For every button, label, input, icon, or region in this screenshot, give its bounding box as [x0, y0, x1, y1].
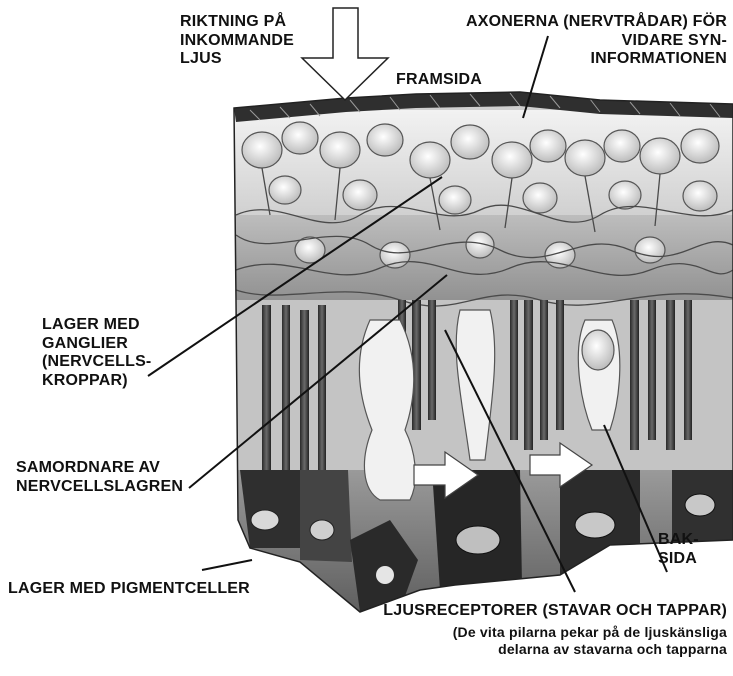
- label-incoming-light-line-2: INKOMMANDE: [180, 32, 294, 51]
- label-pigment-layer: LAGER MED PIGMENTCELLER: [8, 580, 250, 599]
- label-photoreceptors-note-line-2: delarna av stavarna och tapparna: [453, 641, 727, 658]
- label-front: FRAMSIDA: [396, 71, 482, 90]
- label-incoming-light-line-3: LJUS: [180, 50, 294, 69]
- label-axons-line-2: VIDARE SYN-: [466, 32, 727, 51]
- label-incoming-light-line-1: RIKTNING PÅ: [180, 13, 294, 32]
- incoming-light-arrow: [302, 8, 388, 100]
- tissue-block: [220, 90, 733, 620]
- label-ganglion-line-1: LAGER MED: [42, 316, 151, 335]
- label-ganglion-line-3: (NERVCELLS-: [42, 353, 151, 372]
- leader-pigment: [202, 560, 252, 570]
- label-axons: AXONERNA (NERVTRÅDAR) FÖR VIDARE SYN- IN…: [466, 13, 727, 69]
- label-coordinators-line-2: NERVCELLSLAGREN: [16, 478, 183, 497]
- label-photoreceptors-note-line-1: (De vita pilarna pekar på de ljuskänslig…: [453, 624, 727, 641]
- label-back: BAK- SIDA: [658, 531, 699, 568]
- label-ganglion-layer: LAGER MED GANGLIER (NERVCELLS- KROPPAR): [42, 316, 151, 390]
- label-ganglion-line-4: KROPPAR): [42, 372, 151, 391]
- label-coordinators-line-1: SAMORDNARE AV: [16, 459, 183, 478]
- label-back-line-1: BAK-: [658, 531, 699, 550]
- label-ganglion-line-2: GANGLIER: [42, 335, 151, 354]
- label-back-line-2: SIDA: [658, 550, 699, 569]
- label-axons-line-3: INFORMATIONEN: [466, 50, 727, 69]
- label-coordinators: SAMORDNARE AV NERVCELLSLAGREN: [16, 459, 183, 496]
- label-photoreceptors: LJUSRECEPTORER (STAVAR OCH TAPPAR): [383, 602, 727, 621]
- label-axons-line-1: AXONERNA (NERVTRÅDAR) FÖR: [466, 13, 727, 32]
- label-incoming-light: RIKTNING PÅ INKOMMANDE LJUS: [180, 13, 294, 69]
- label-photoreceptors-note: (De vita pilarna pekar på de ljuskänslig…: [453, 624, 727, 658]
